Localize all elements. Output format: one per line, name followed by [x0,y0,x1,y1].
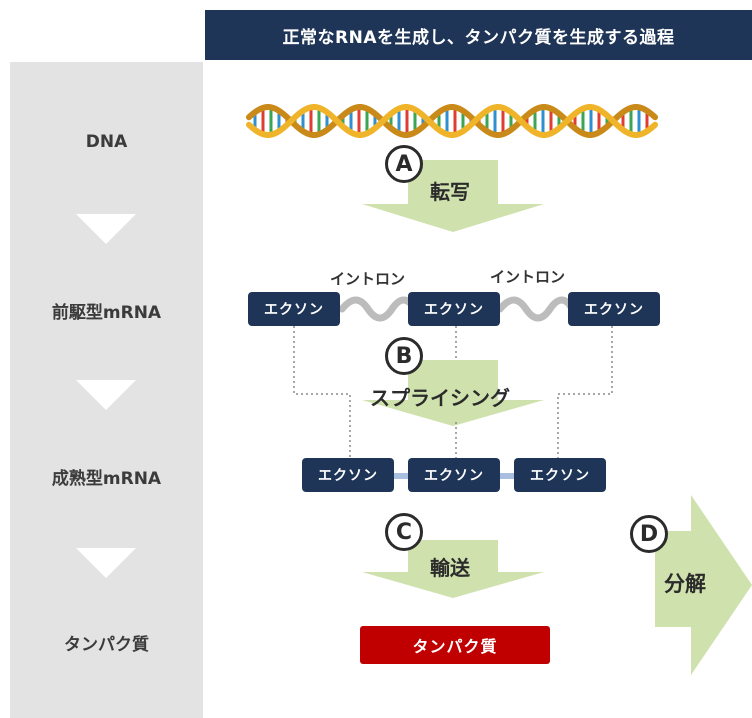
step-d-label: 分解 [664,572,706,596]
mature-mrna-exon: エクソン [302,458,394,492]
stage-sidebar: DNA 前駆型mRNA 成熟型mRNA タンパク質 [10,62,203,718]
step-b-badge: B [385,337,423,375]
degradation-arrow-icon [655,495,752,675]
step-a-badge: A [385,145,423,183]
down-arrow-icon [76,548,136,578]
stage-label-pre-mrna: 前駆型mRNA [51,303,162,323]
stage-label-protein: タンパク質 [64,635,149,655]
intron-label: イントロン [490,268,566,286]
step-c-label: 輸送 [430,556,470,580]
pre-mrna-exon: エクソン [568,292,660,326]
stage-label-mature-mrna: 成熟型mRNA [51,469,162,489]
step-d-badge: D [630,515,668,553]
stage-label-dna: DNA [85,132,128,152]
step-c-badge: C [385,513,423,551]
down-arrow-icon [76,214,136,244]
mature-mrna-exon: エクソン [408,458,500,492]
transport-arrow-icon [362,540,544,598]
step-a-label: 転写 [430,180,470,204]
down-arrow-icon [76,380,136,410]
protein-box: タンパク質 [360,626,550,664]
transcription-arrow-icon [362,160,544,232]
splicing-arrow-icon [362,360,544,426]
pre-mrna-exon: エクソン [248,292,340,326]
intron-strands [338,296,576,322]
intron-label: イントロン [330,270,406,288]
dna-helix-icon [246,104,658,138]
page-title: 正常なRNAを生成し、タンパク質を生成する過程 [205,10,752,60]
step-b-label: スプライシング [370,386,510,410]
pre-mrna-exon: エクソン [408,292,500,326]
mature-mrna-exon: エクソン [514,458,606,492]
